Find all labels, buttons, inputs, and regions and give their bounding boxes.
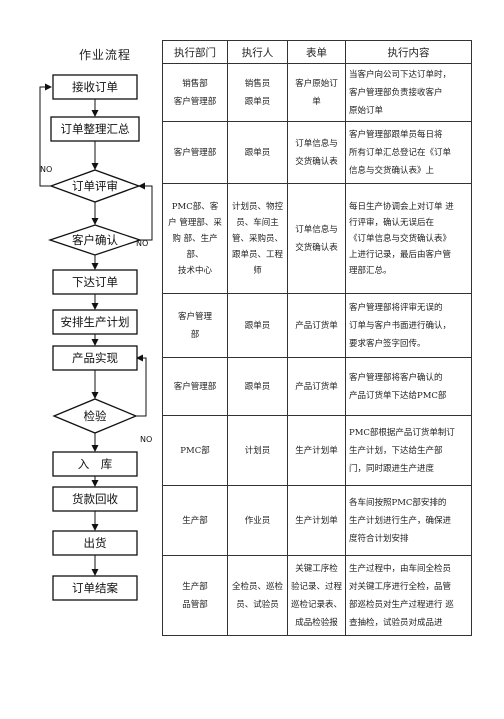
no-loop-review <box>39 83 52 187</box>
table-row: 销售部客户管理部销售员跟单员客户原始订单当客户向公司下达订单时，客户管理部负责接… <box>162 63 472 122</box>
cell-person: 作业员 <box>227 485 288 556</box>
no-label: NO <box>140 435 152 444</box>
flow-step-5: 下达订单 <box>52 269 138 295</box>
table-row: 客户管理部跟单员订单信息与交货确认表客户管理部跟单员每日将所有订单汇总登记在《订… <box>162 121 472 184</box>
cell-dept: 客户管理部 <box>162 293 228 358</box>
flow-step-label: 入 库 <box>78 457 113 471</box>
cell-content: 每日生产协调会上对订单 进行评审，确认无误后在《订单信息与交货确认表》上进行记录… <box>345 183 472 294</box>
flow-step-label: 检验 <box>84 409 107 423</box>
cell-content: 生产过程中，由车间全检员对关键工序进行全检，品管部巡检员对生产过程进行 巡查抽检… <box>345 555 472 636</box>
table-header-row: 执行部门 执行人 表单 执行内容 <box>162 40 472 64</box>
cell-form: 产品订货单 <box>287 357 346 416</box>
flow-step-6: 安排生产计划 <box>52 309 138 335</box>
cell-content: 客户管理部跟单员每日将所有订单汇总登记在《订单信息与交货确认表》上 <box>345 121 472 184</box>
flow-step-label: 订单整理汇总 <box>61 122 130 136</box>
process-box <box>52 345 138 371</box>
no-label: NO <box>40 165 52 174</box>
cell-person: 跟单员 <box>227 293 288 358</box>
flow-step-4: 客户确认 <box>47 224 143 256</box>
cell-form: 产品订货单 <box>287 293 346 358</box>
cell-person: 计划员 <box>227 415 288 486</box>
cell-dept: 生产部 <box>162 485 228 556</box>
decision-diamond <box>47 224 143 256</box>
table-row: 生产部品管部全检员、巡检员、试验员关键工序检验记录、过程巡检记录表、成品检验报生… <box>162 555 472 636</box>
flow-step-7: 产品实现 <box>52 345 138 371</box>
cell-form: 订单信息与交货确认表 <box>287 121 346 184</box>
process-box <box>52 74 138 100</box>
cell-content: 各车间按照PMC部安排的生产计划进行生产，确保进度符合计划安排 <box>345 485 472 556</box>
decision-diamond <box>52 398 138 434</box>
cell-form: 生产计划单 <box>287 415 346 486</box>
header-dept: 执行部门 <box>162 40 228 64</box>
flow-step-label: 下达订单 <box>72 275 118 289</box>
process-box <box>52 309 138 335</box>
cell-content: 客户管理部将客户确认的产品订货单下达给PMC部 <box>345 357 472 416</box>
header-person: 执行人 <box>227 40 288 64</box>
procedure-table: 执行部门 执行人 表单 执行内容 销售部客户管理部销售员跟单员客户原始订单当客户… <box>162 40 472 636</box>
cell-dept: 客户管理部 <box>162 121 228 184</box>
cell-dept: PMC部 <box>162 415 228 486</box>
cell-content: PMC部根据产品订货单制订生产计划，下达给生产部门，同时跟进生产进度 <box>345 415 472 486</box>
flow-step-label: 安排生产计划 <box>61 315 130 329</box>
flow-title: 作业流程 <box>78 48 131 62</box>
cell-form: 客户原始订单 <box>287 63 346 122</box>
cell-dept: 客户管理部 <box>162 357 228 416</box>
header-content: 执行内容 <box>345 40 472 64</box>
flow-step-10: 货款回收 <box>52 486 138 512</box>
cell-person: 跟单员 <box>227 121 288 184</box>
flow-step-12: 订单结案 <box>52 575 138 601</box>
table-row: PMC部、客户 管理部、采购 部、生产部、技术中心计划员、物控员、车间主管、采购… <box>162 183 472 294</box>
flow-step-label: 接收订单 <box>72 80 118 94</box>
no-label: NO <box>136 239 148 248</box>
cell-dept: PMC部、客户 管理部、采购 部、生产部、技术中心 <box>162 183 228 294</box>
cell-dept: 生产部品管部 <box>162 555 228 636</box>
cell-content: 客户管理部将评审无误的订单与客户书面进行确认，要求客户签字回传。 <box>345 293 472 358</box>
cell-person: 跟单员 <box>227 357 288 416</box>
process-box <box>52 530 138 556</box>
cell-person: 计划员、物控员、车间主管、采购员、跟单员、工程师 <box>227 183 288 294</box>
cell-dept: 销售部客户管理部 <box>162 63 228 122</box>
table-row: 客户管理部跟单员产品订货单客户管理部将客户确认的产品订货单下达给PMC部 <box>162 357 472 416</box>
cell-form: 生产计划单 <box>287 485 346 556</box>
cell-content: 当客户向公司下达订单时，客户管理部负责接收客户原始订单 <box>345 63 472 122</box>
flow-step-label: 出货 <box>84 536 107 550</box>
process-box <box>52 575 138 601</box>
cell-form: 订单信息与交货确认表 <box>287 183 346 294</box>
header-form: 表单 <box>287 40 346 64</box>
flow-step-11: 出货 <box>52 530 138 556</box>
flow-step-2: 订单整理汇总 <box>50 116 140 142</box>
flow-step-8: 检验 <box>52 398 138 434</box>
no-loop-inspect <box>136 354 147 417</box>
cell-person: 全检员、巡检员、试验员 <box>227 555 288 636</box>
process-box <box>52 451 138 477</box>
process-box <box>52 269 138 295</box>
flow-step-3: 订单评审 <box>49 169 141 203</box>
flow-step-1: 接收订单 <box>52 74 138 100</box>
table-row: 生产部作业员生产计划单各车间按照PMC部安排的生产计划进行生产，确保进度符合计划… <box>162 485 472 556</box>
flow-step-label: 订单评审 <box>72 179 118 193</box>
flow-step-label: 客户确认 <box>72 233 118 247</box>
flow-step-label: 产品实现 <box>72 351 118 365</box>
flow-step-label: 订单结案 <box>72 581 118 595</box>
flow-step-label: 货款回收 <box>72 492 118 506</box>
flow-step-9: 入 库 <box>52 451 138 477</box>
table-row: 客户管理部跟单员产品订货单客户管理部将评审无误的订单与客户书面进行确认，要求客户… <box>162 293 472 358</box>
decision-diamond <box>49 169 141 203</box>
no-loop-confirm <box>138 182 153 241</box>
cell-form: 关键工序检验记录、过程巡检记录表、成品检验报 <box>287 555 346 636</box>
cell-person: 销售员跟单员 <box>227 63 288 122</box>
process-box <box>52 486 138 512</box>
process-box <box>50 116 140 142</box>
